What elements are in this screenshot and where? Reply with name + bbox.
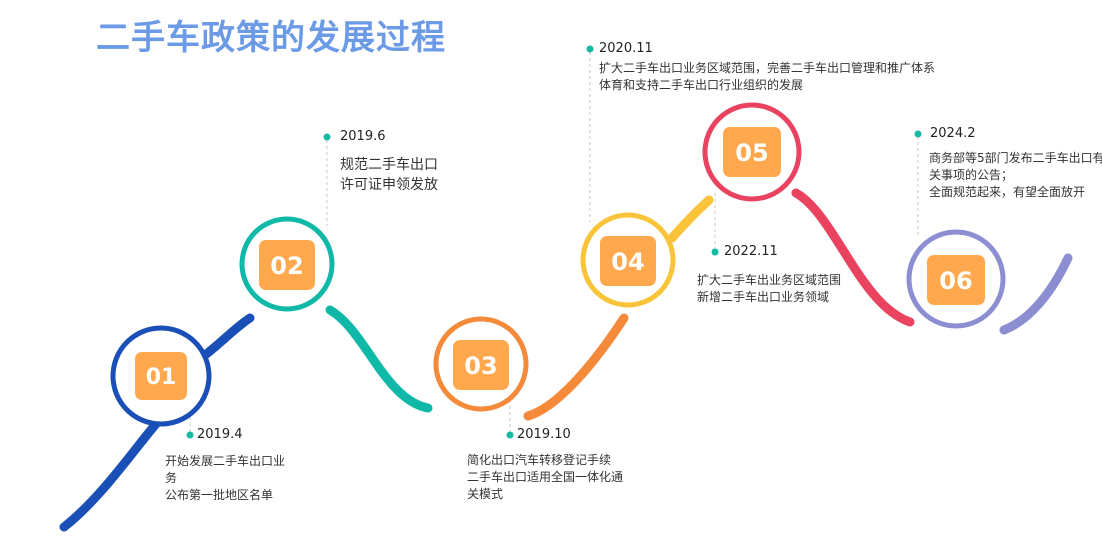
dot-02 xyxy=(323,133,331,141)
description-02-line-1: 规范二手车出口 xyxy=(340,157,438,173)
dot-01 xyxy=(186,431,194,439)
dot-06 xyxy=(914,130,922,138)
badge-num-04: 04 xyxy=(611,248,644,276)
curve-04 xyxy=(667,195,714,243)
badge-02: 02 xyxy=(259,240,315,290)
description-03-line-1: 简化出口汽车转移登记手续 xyxy=(467,453,612,467)
date-dots xyxy=(186,45,922,439)
badge-01: 01 xyxy=(135,352,187,400)
date-03: 2019.10 xyxy=(517,427,571,442)
curve-03 xyxy=(523,313,629,421)
description-01: 开始发展二手车出口业 务 公布第一批地区名单 xyxy=(165,453,285,504)
dot-04 xyxy=(586,45,594,53)
date-04: 2020.11 xyxy=(599,41,653,56)
badge-bg-06 xyxy=(927,255,985,305)
curve-05 xyxy=(791,188,915,327)
description-06: 商务部等5部门发布二手车出口有 关事项的公告； 全面规范起来，有望全面放开 xyxy=(929,150,1102,201)
badge-bg-02 xyxy=(259,240,315,290)
description-06-line-2: 关事项的公告； xyxy=(929,168,1014,182)
date-02: 2019.6 xyxy=(340,129,386,144)
badge-bg-03 xyxy=(453,340,509,390)
date-06: 2024.2 xyxy=(930,126,976,141)
badge-bg-01 xyxy=(135,352,187,400)
description-02-line-2: 许可证申领发放 xyxy=(340,177,438,193)
badge-bg-05 xyxy=(723,127,781,177)
date-01: 2019.4 xyxy=(197,427,243,442)
description-05: 扩大二手车出业务区域范围 新增二手车出口业务领域 xyxy=(697,272,841,306)
curve-02 xyxy=(325,305,433,413)
description-06-line-1: 商务部等5部门发布二手车出口有 xyxy=(929,151,1102,165)
description-02: 规范二手车出口 许可证申领发放 xyxy=(340,155,438,195)
badge-06: 06 xyxy=(927,255,985,305)
curve-06 xyxy=(999,253,1073,335)
description-05-line-2: 新增二手车出口业务领域 xyxy=(697,290,830,304)
badge-num-05: 05 xyxy=(735,139,768,167)
description-01-line-2: 务 xyxy=(165,471,178,485)
description-05-line-1: 扩大二手车出业务区域范围 xyxy=(697,273,842,287)
badge-04: 04 xyxy=(600,236,656,286)
badge-num-02: 02 xyxy=(270,252,303,280)
badge-num-03: 03 xyxy=(464,352,497,380)
description-04: 扩大二手车出口业务区域范围，完善二手车出口管理和推广体系 体育和支持二手车出口行… xyxy=(599,60,935,94)
description-03-line-2: 二手车出口适用全国一体化通 xyxy=(467,470,624,484)
badge-num-06: 06 xyxy=(939,267,972,295)
description-06-line-3: 全面规范起来，有望全面放开 xyxy=(929,185,1086,199)
page-title: 二手车政策的发展过程 xyxy=(96,18,446,58)
badge-num-01: 01 xyxy=(146,365,177,390)
badge-03: 03 xyxy=(453,340,509,390)
description-04-line-1: 扩大二手车出口业务区域范围，完善二手车出口管理和推广体系 xyxy=(599,61,936,75)
description-04-line-2: 体育和支持二手车出口行业组织的发展 xyxy=(599,78,804,92)
dot-03 xyxy=(506,431,514,439)
badge-bg-04 xyxy=(600,236,656,286)
leader-lines xyxy=(189,52,919,432)
dot-05 xyxy=(711,248,719,256)
description-03: 简化出口汽车转移登记手续 二手车出口适用全国一体化通 关模式 xyxy=(467,452,623,503)
description-01-line-1: 开始发展二手车出口业 xyxy=(165,454,286,468)
date-05: 2022.11 xyxy=(724,244,778,259)
description-03-line-3: 关模式 xyxy=(467,487,504,501)
description-01-line-3: 公布第一批地区名单 xyxy=(165,488,274,502)
badge-05: 05 xyxy=(723,127,781,177)
